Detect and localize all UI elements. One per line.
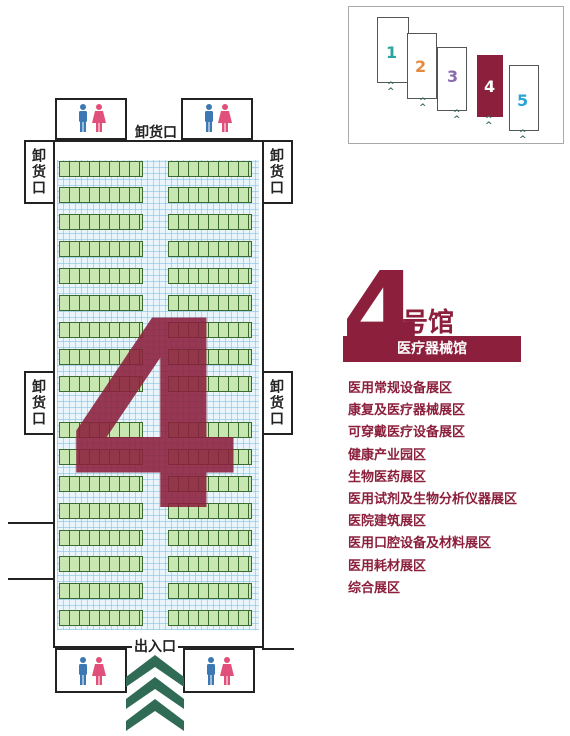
restroom-icon	[207, 657, 234, 685]
booth-row	[168, 268, 252, 284]
booth-row	[59, 583, 143, 599]
zone-item: 医用口腔设备及材料展区	[348, 536, 492, 552]
restroom-icon	[79, 657, 106, 685]
minimap-entrance-icon: ^^	[419, 97, 427, 113]
aisle-area	[57, 160, 259, 630]
booth-row	[168, 214, 252, 230]
booth-row	[59, 322, 143, 338]
minimap-label-2: 2	[415, 57, 427, 76]
booth-row	[168, 422, 252, 438]
entrance-arrow-icon	[126, 655, 184, 731]
booth-row	[168, 583, 252, 599]
booth-row	[59, 295, 143, 311]
zone-item: 医用常规设备展区	[348, 381, 453, 396]
loading-dock-right-mid	[262, 371, 293, 435]
booth-row	[168, 530, 252, 546]
entrance-label: 出入口	[132, 636, 178, 656]
minimap-label-3: 3	[447, 67, 459, 86]
restroom-icon	[79, 104, 106, 132]
minimap-entrance-icon: ^^	[387, 81, 395, 97]
booth-row	[168, 449, 252, 465]
booth-row	[59, 349, 143, 365]
zone-item: 生物医药展区	[348, 469, 427, 485]
restroom-bottom-right	[183, 648, 255, 693]
booth-row	[59, 268, 143, 284]
minimap-hall-3	[437, 47, 467, 111]
booth-row	[59, 422, 143, 438]
loading-dock-label: 卸货口	[30, 148, 46, 196]
zone-list: 医用常规设备展区 康复及医疗器械展区 可穿戴医疗设备展区 健康产业园区 生物医药…	[348, 378, 517, 600]
zone-item: 医用试剂及生物分析仪器展区	[348, 491, 518, 507]
loading-dock-label: 卸货口	[268, 148, 284, 196]
loading-dock-label: 卸货口	[268, 379, 284, 427]
booth-row	[59, 476, 143, 492]
booth-row	[59, 376, 143, 392]
hall-big-number: 4	[64, 267, 246, 569]
minimap-entrance-icon: ^^	[519, 129, 527, 145]
zone-item: 健康产业园区	[348, 447, 427, 463]
restroom-bottom-left	[55, 648, 127, 693]
booth-row	[168, 187, 252, 203]
booth-row	[59, 214, 143, 230]
minimap-entrance-icon: ^^	[485, 115, 493, 131]
hall-number-suffix: 号馆	[402, 308, 455, 338]
road-line	[262, 648, 294, 650]
booth-row	[59, 241, 143, 257]
minimap-hall-4	[477, 55, 503, 117]
zone-item: 医院建筑展区	[348, 514, 427, 530]
restroom-top-left	[55, 98, 127, 140]
loading-dock-left-mid	[24, 371, 55, 435]
hall-category-banner: 医疗器械馆	[343, 336, 521, 362]
zone-item: 康复及医疗器械展区	[348, 403, 466, 419]
booth-row	[168, 322, 252, 338]
booth-row	[168, 349, 252, 365]
booth-row	[168, 476, 252, 492]
restroom-icon	[205, 104, 232, 132]
booth-row	[168, 503, 252, 519]
restroom-top-right	[181, 98, 253, 140]
booth-row	[59, 530, 143, 546]
loading-dock-label: 卸货口	[30, 379, 46, 427]
loading-dock-left-top	[24, 140, 55, 204]
minimap-hall-2	[407, 33, 437, 99]
zone-item: 可穿戴医疗设备展区	[348, 425, 466, 441]
road-line	[8, 578, 54, 580]
road-line	[8, 522, 54, 524]
booth-row	[168, 295, 252, 311]
booth-row	[59, 610, 143, 626]
booth-row	[168, 241, 252, 257]
zone-item: 综合展区	[348, 580, 401, 596]
booth-row	[59, 556, 143, 572]
minimap-entrance-icon: ^^	[453, 109, 461, 125]
booth-row	[168, 610, 252, 626]
minimap-label-4: 4	[484, 77, 496, 96]
loading-dock-top-label: 卸货口	[135, 125, 177, 141]
site-minimap: 1 2 3 4 5 ^^ ^^ ^^ ^^ ^^	[348, 6, 564, 145]
minimap-hall-5	[509, 65, 539, 131]
loading-dock-right-top	[262, 140, 293, 204]
booth-row	[168, 161, 252, 177]
minimap-label-1: 1	[386, 43, 398, 62]
booth-row	[59, 161, 143, 177]
booth-row	[168, 556, 252, 572]
zone-item: 医用耗材展区	[348, 558, 427, 574]
minimap-label-5: 5	[517, 91, 529, 110]
booth-row	[59, 187, 143, 203]
booth-row	[59, 449, 143, 465]
minimap-hall-1	[377, 17, 409, 83]
booth-row	[59, 503, 143, 519]
booth-row	[168, 376, 252, 392]
